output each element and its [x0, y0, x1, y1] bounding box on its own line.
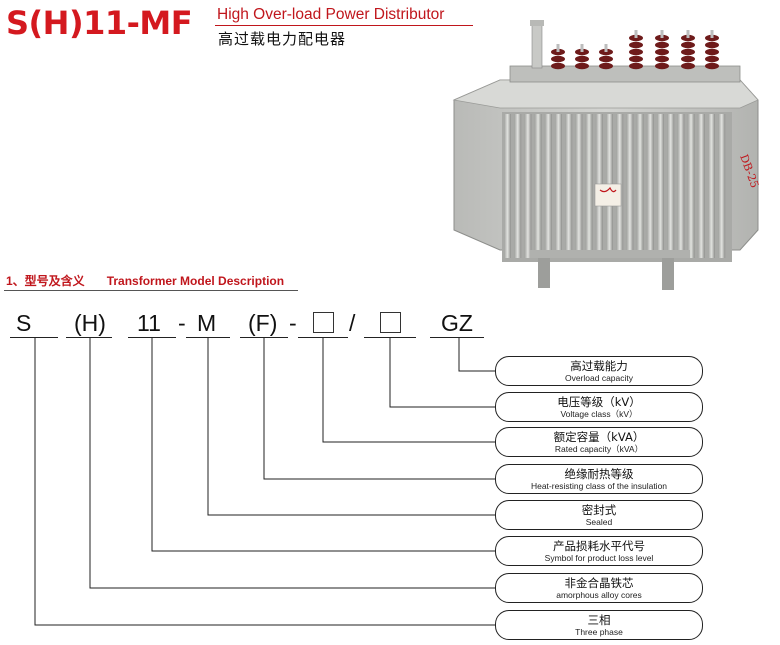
- meaning-en: Sealed: [585, 517, 613, 527]
- meaning-zh: 绝缘耐热等级: [564, 467, 634, 481]
- meaning-en: Heat-resisting class of the insulation: [530, 481, 668, 491]
- bushing: [599, 44, 613, 70]
- cooling-fin: [677, 114, 685, 258]
- cooling-fin: [534, 114, 542, 258]
- voltage-box: [380, 312, 401, 333]
- cooling-fin: [504, 114, 511, 258]
- underline-voltage: [364, 337, 416, 338]
- title-english: High Over-load Power Distributor: [217, 6, 445, 23]
- code-h: (H): [74, 310, 106, 336]
- meaning-overload-capacity: 高过载能力 Overload capacity: [495, 356, 703, 386]
- meaning-en: Voltage class（kV）: [560, 409, 638, 419]
- cooling-fin: [718, 114, 726, 258]
- section-label-en: Transformer Model Description: [106, 274, 285, 288]
- code-slash: /: [349, 310, 356, 336]
- cooling-fin: [667, 114, 675, 258]
- bushing: [575, 44, 589, 70]
- underline-f: [240, 337, 288, 338]
- meaning-zh: 密封式: [581, 503, 617, 517]
- cooling-fin: [646, 114, 654, 258]
- underline-level: [128, 337, 176, 338]
- capacity-box: [313, 312, 334, 333]
- bushing: [681, 30, 695, 70]
- bushing: [705, 30, 719, 70]
- underline-h: [66, 337, 112, 338]
- nameplate-label: [594, 183, 622, 207]
- underline-m: [186, 337, 230, 338]
- meaning-zh: 电压等级（kV）: [557, 395, 641, 409]
- model-title: S(H)11-MF: [6, 4, 193, 42]
- code-m: M: [197, 310, 217, 336]
- title-chinese: 高过载电力配电器: [218, 30, 347, 48]
- cooling-fin: [565, 114, 573, 258]
- code-s: S: [16, 310, 32, 336]
- transformer-photo: DB-25: [452, 20, 761, 290]
- bushing: [629, 30, 643, 70]
- meaning-voltage-class: 电压等级（kV） Voltage class（kV）: [495, 392, 703, 422]
- meaning-insulation-class: 绝缘耐热等级 Heat-resisting class of the insul…: [495, 464, 703, 494]
- meaning-three-phase: 三相 Three phase: [495, 610, 703, 640]
- cooling-fin: [697, 114, 705, 258]
- meaning-loss-level: 产品损耗水平代号 Symbol for product loss level: [495, 536, 703, 566]
- bushing: [655, 30, 669, 70]
- title-divider: [215, 25, 473, 26]
- cooling-fin: [657, 114, 664, 258]
- meaning-en: Overload capacity: [564, 373, 634, 383]
- cooling-fin: [555, 114, 562, 258]
- meaning-rated-capacity: 额定容量（kVA） Rated capacity（kVA）: [495, 427, 703, 457]
- cooling-fin: [708, 114, 715, 258]
- code-dash-2: -: [289, 310, 297, 336]
- meaning-amorphous-core: 非金合晶铁芯 amorphous alloy cores: [495, 573, 703, 603]
- code-f: (F): [248, 310, 278, 336]
- section-divider: [4, 290, 298, 291]
- code-dash-1: -: [178, 310, 186, 336]
- cooling-fin: [514, 114, 522, 258]
- support-feet: [530, 250, 690, 290]
- meaning-zh: 产品损耗水平代号: [553, 539, 645, 553]
- meaning-zh: 高过载能力: [570, 359, 628, 373]
- cooling-fin: [524, 114, 532, 258]
- underline-s: [10, 337, 58, 338]
- conservator: [530, 20, 544, 69]
- cooling-fin: [544, 114, 552, 258]
- top-cover: [509, 65, 741, 83]
- code-level: 11: [137, 310, 161, 336]
- meaning-zh: 额定容量（kVA）: [553, 430, 645, 444]
- meaning-zh: 非金合晶铁芯: [564, 576, 634, 590]
- cooling-fin: [626, 114, 634, 258]
- cooling-fin: [687, 114, 695, 258]
- bushings: [551, 30, 719, 70]
- meaning-en: Three phase: [575, 627, 623, 637]
- meaning-zh: 三相: [587, 613, 611, 627]
- cooling-fin: [636, 114, 644, 258]
- meaning-en: Rated capacity（kVA）: [554, 444, 644, 454]
- underline-capacity: [298, 337, 348, 338]
- cooling-fin: [585, 114, 593, 258]
- meaning-en: Symbol for product loss level: [544, 553, 654, 563]
- underline-gz: [430, 337, 484, 338]
- cooling-fin: [575, 114, 583, 258]
- code-gz: GZ: [441, 310, 473, 336]
- section-heading: 1、型号及含义 Transformer Model Description: [6, 272, 284, 289]
- meaning-sealed: 密封式 Sealed: [495, 500, 703, 530]
- meaning-en: amorphous alloy cores: [556, 590, 642, 600]
- section-label-zh: 1、型号及含义: [6, 274, 85, 288]
- bushing: [551, 44, 565, 70]
